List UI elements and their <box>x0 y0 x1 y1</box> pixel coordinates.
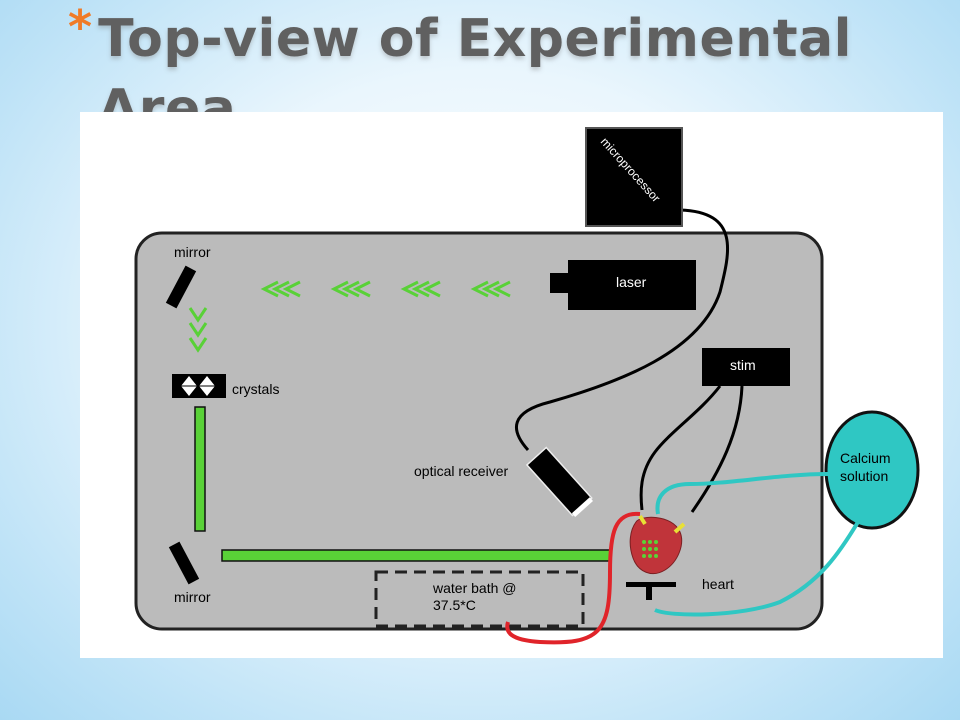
yellow-clip-right <box>673 522 686 534</box>
mirror-top-label: mirror <box>174 244 211 260</box>
calcium-label-line2: solution <box>840 468 888 484</box>
calcium-label-line1: Calcium <box>840 450 891 466</box>
crystals <box>172 374 226 398</box>
heart-label: heart <box>702 576 734 592</box>
mirror-bottom-label: mirror <box>174 589 211 605</box>
laser-beam-vertical <box>188 307 208 353</box>
stim-box: stim <box>702 348 790 386</box>
yellow-clip-left <box>638 514 647 526</box>
red-wire <box>505 511 641 645</box>
laser: laser <box>550 260 696 310</box>
water-bath-label-line2: 37.5*C <box>433 597 476 613</box>
stim-wire-left <box>639 385 722 511</box>
title-bar: * Top-view of Experimental Area <box>68 0 948 139</box>
optical-receiver <box>525 446 594 518</box>
beam-bar-horizontal <box>221 549 611 562</box>
diagram-panel: microprocessor laser mirror <box>80 112 943 658</box>
calcium-solution <box>824 410 920 530</box>
calcium-tube-out <box>654 520 860 617</box>
crystals-label: crystals <box>232 381 279 397</box>
title-bullet-icon: * <box>68 0 93 54</box>
mirror-top <box>165 265 197 309</box>
laser-beam-horizontal <box>260 280 511 298</box>
stim-wire-right <box>690 385 744 513</box>
heart <box>626 516 683 600</box>
water-bath-label-line1: water bath @ <box>432 580 516 596</box>
calcium-tube-in <box>655 472 829 515</box>
microprocessor-box: microprocessor <box>585 127 683 227</box>
mirror-bottom <box>168 541 200 585</box>
microprocessor-wire <box>514 208 729 452</box>
water-bath <box>374 570 585 628</box>
optical-receiver-label: optical receiver <box>414 463 508 479</box>
laser-label: laser <box>616 274 647 290</box>
stim-label: stim <box>730 357 756 373</box>
beam-bar-vertical <box>194 406 206 532</box>
page-title: Top-view of Experimental Area <box>98 9 853 139</box>
experimental-area-diagram: microprocessor laser mirror <box>134 127 920 645</box>
